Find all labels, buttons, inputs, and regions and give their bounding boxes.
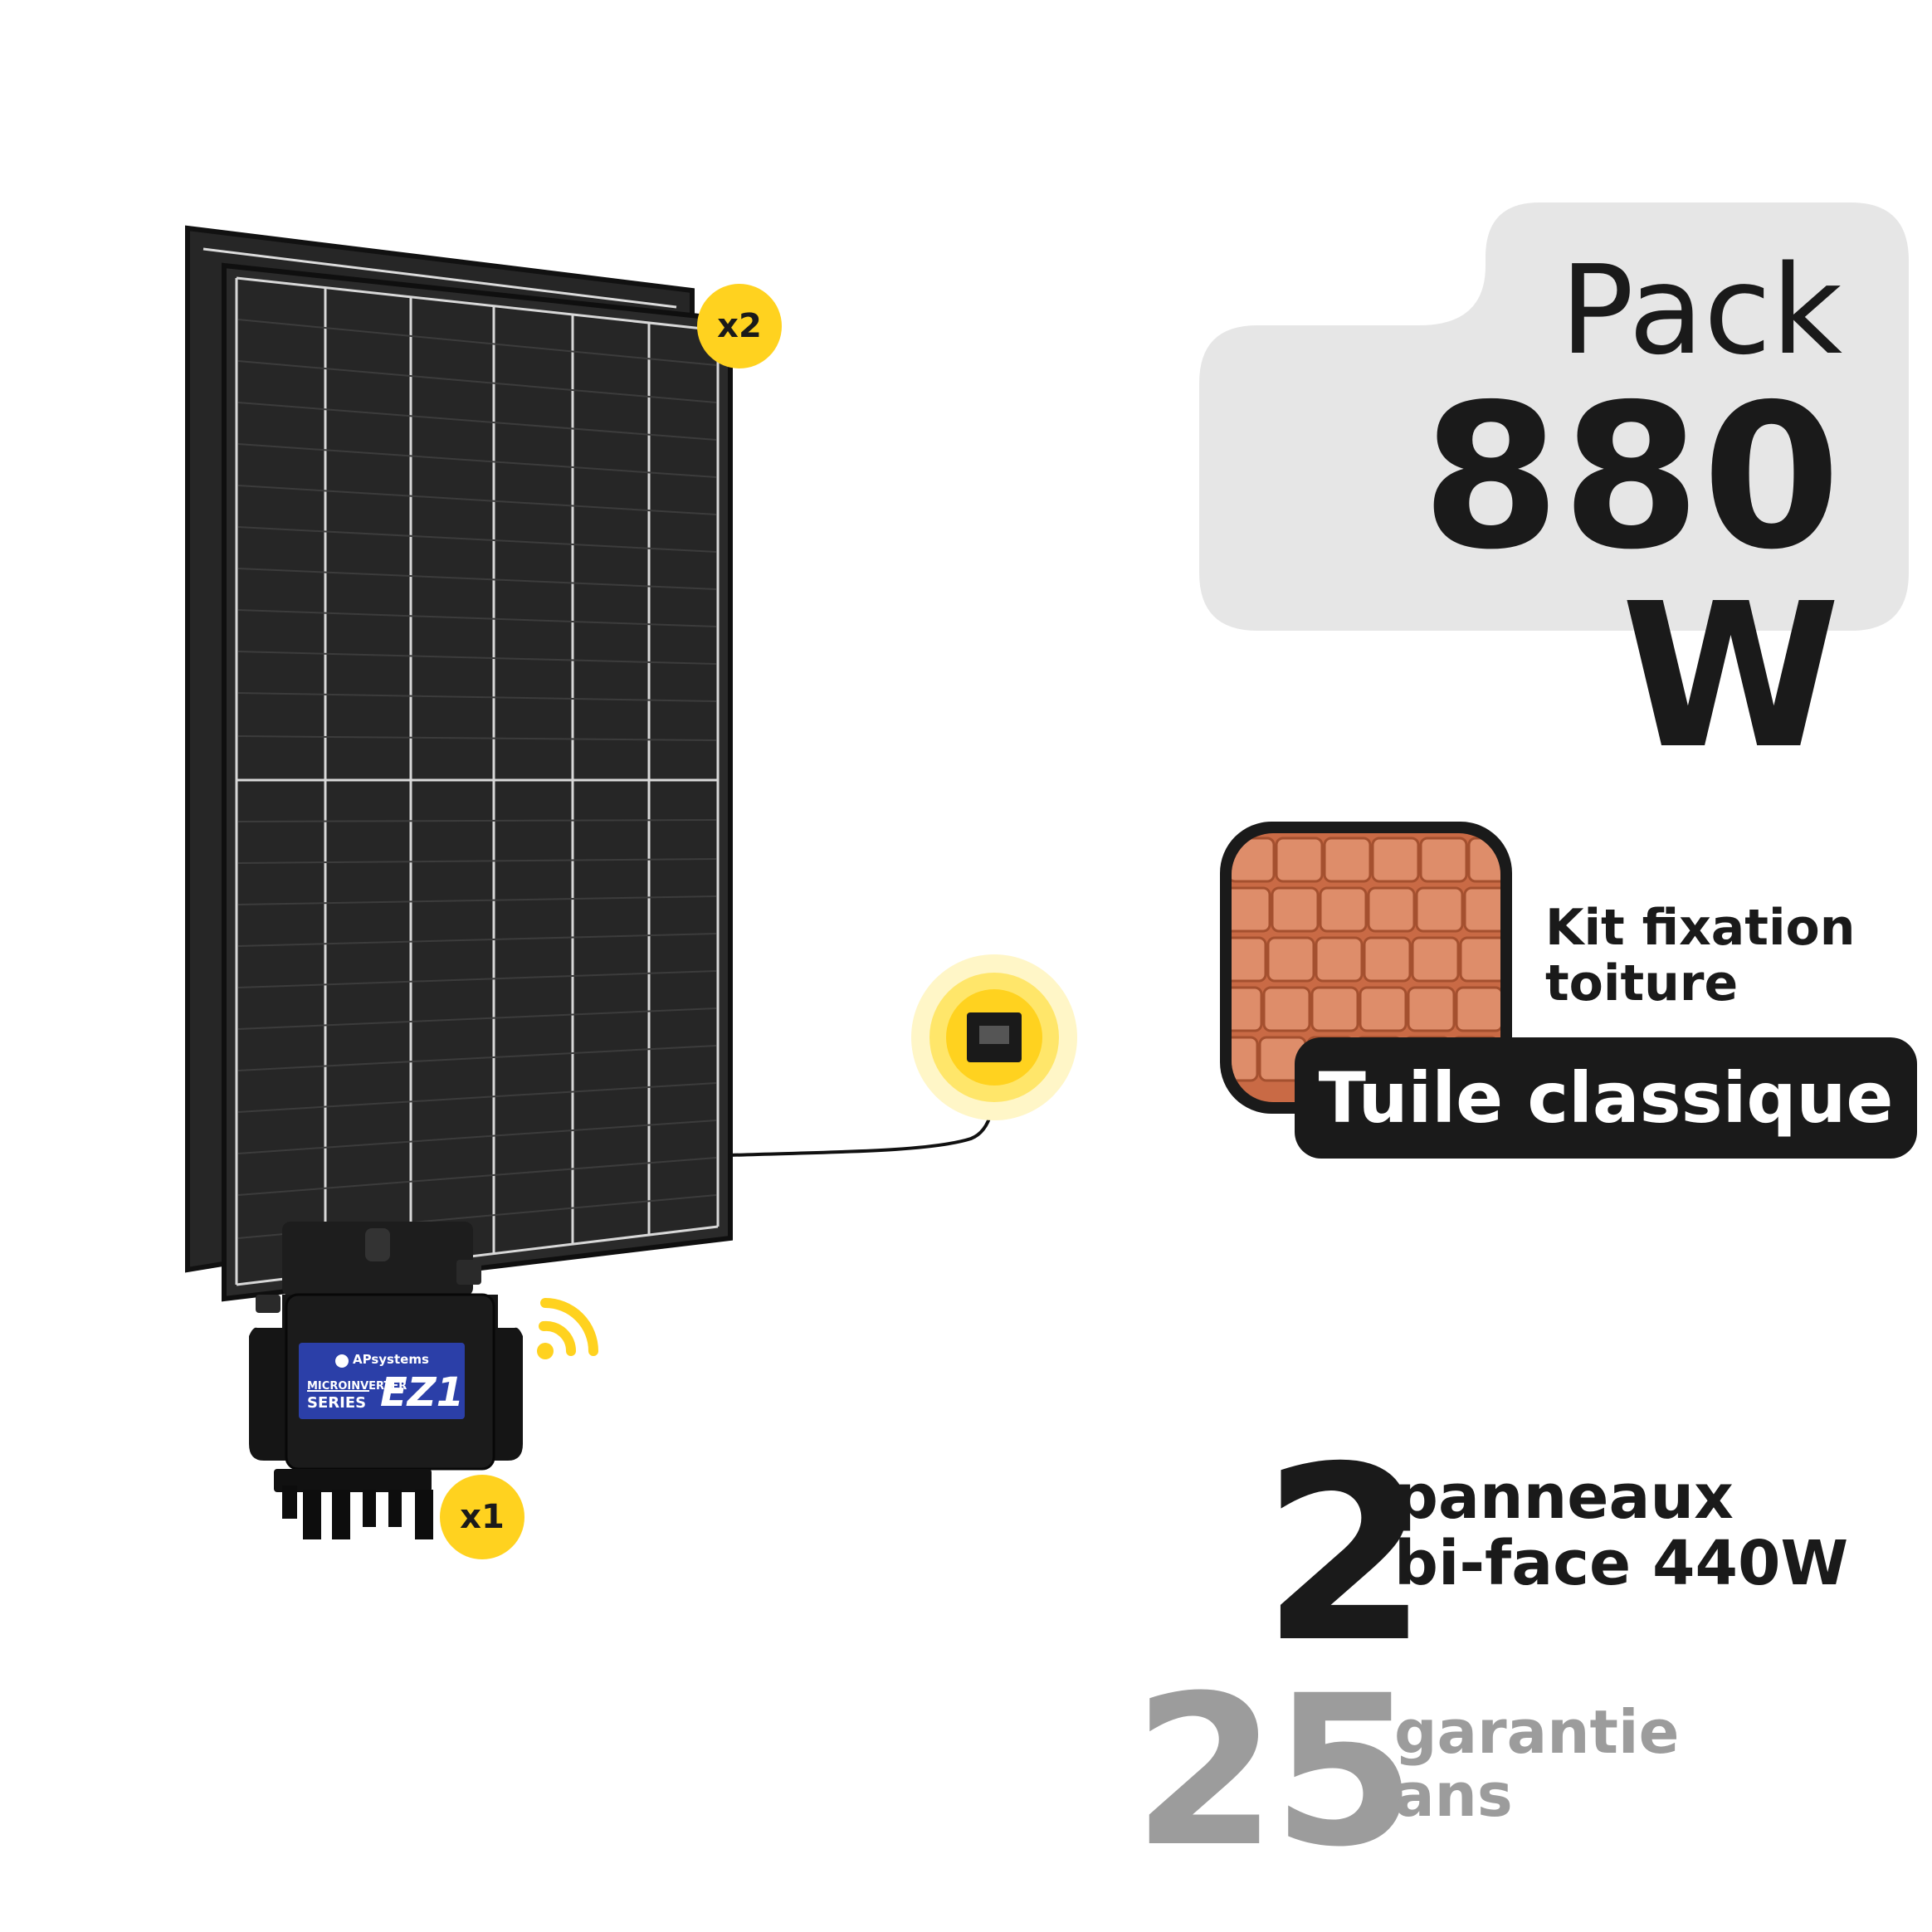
kit-line-1: Kit fixation xyxy=(1545,899,1856,957)
inverter-series-line-1: MICROINVERTER xyxy=(307,1380,407,1393)
panel-description: panneaux bi-face 440W xyxy=(1394,1461,1849,1599)
panel-line-1: panneaux xyxy=(1394,1461,1734,1533)
tile-type-label: Tuile classique xyxy=(1318,1057,1894,1139)
inverter-quantity-badge: x1 xyxy=(440,1475,524,1559)
panel-quantity-badge: x2 xyxy=(697,284,782,368)
pack-power: 880 W xyxy=(1422,361,1842,793)
warranty-years: 25 xyxy=(1133,1651,1417,1892)
warranty-description: garantie ans xyxy=(1394,1697,1680,1830)
microinverter xyxy=(249,1222,523,1539)
kit-fixation-label: Kit fixation toiture xyxy=(1545,900,1910,1012)
pack-label: Pack xyxy=(1559,239,1842,382)
tile-type-pill xyxy=(1295,1037,1917,1159)
inverter-model: EZ1 xyxy=(380,1369,464,1416)
inverter-series-line-2: SERIES xyxy=(307,1394,367,1412)
plug-icon xyxy=(911,954,1077,1120)
inverter-brand: APsystems xyxy=(353,1352,429,1367)
panel-line-2: bi-face 440W xyxy=(1394,1527,1849,1599)
warranty-line-2: ans xyxy=(1394,1759,1513,1830)
solar-panel-front xyxy=(222,262,733,1302)
panel-count: 2 xyxy=(1261,1416,1429,1695)
warranty-line-1: garantie xyxy=(1394,1697,1680,1767)
wifi-icon xyxy=(537,1298,598,1359)
kit-line-2: toiture xyxy=(1545,954,1739,1013)
